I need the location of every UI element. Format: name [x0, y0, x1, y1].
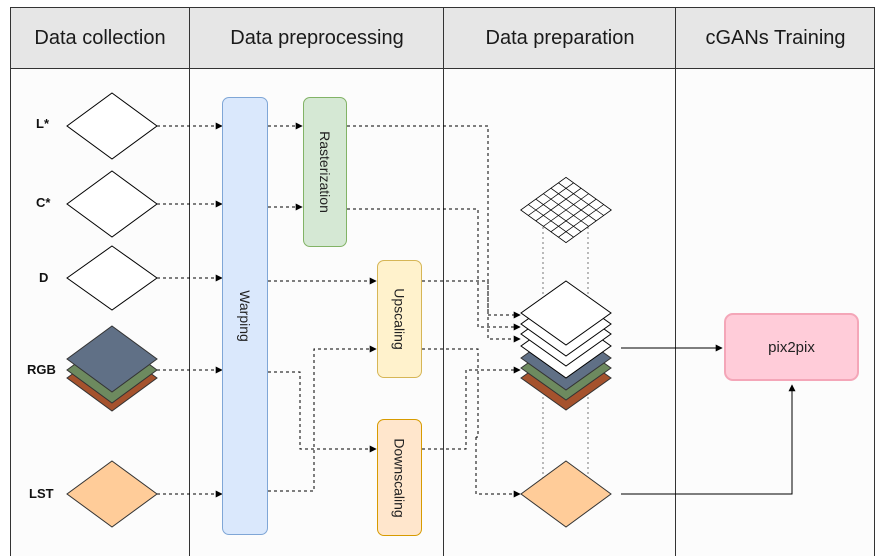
arrow-raster-1-to-stack — [347, 125, 521, 319]
arrow-lst-to-pix2pix — [621, 384, 796, 495]
input-label-rgb: RGB — [27, 362, 56, 377]
layer-stack — [520, 280, 612, 411]
grid-icon — [520, 176, 612, 244]
arrow-upscaling-to-stack-2 — [422, 348, 479, 438]
rasterization-label: Rasterization — [317, 131, 334, 213]
upscaling-box: Upscaling — [377, 260, 422, 378]
arrow-raster-2-to-stack — [347, 208, 521, 331]
lane-title-preparation: Data preparation — [485, 26, 635, 49]
warping-label: Warping — [237, 290, 253, 342]
lane-separator-1 — [189, 7, 190, 556]
arrow-upscaling-to-lst — [475, 437, 521, 498]
lane-title-preprocessing: Data preprocessing — [230, 26, 404, 49]
lane-body-training — [676, 69, 875, 556]
input-label-c-star: C* — [36, 195, 51, 210]
diamond-d — [66, 245, 158, 311]
lane-separator-2 — [443, 7, 444, 556]
arrow-downscaling-to-stack — [422, 366, 521, 450]
upscaling-label: Upscaling — [391, 288, 408, 350]
diamond-c-star — [66, 170, 158, 238]
header-row — [10, 7, 875, 69]
arrow-upscaling-to-stack — [422, 280, 521, 343]
input-label-lst: LST — [29, 486, 54, 501]
downscaling-box: Downscaling — [377, 419, 422, 536]
lane-title-training: cGANs Training — [705, 26, 846, 49]
lane-border-left — [10, 7, 11, 556]
diamond-lst — [66, 460, 158, 528]
downscaling-label: Downscaling — [391, 437, 408, 518]
arrow-warping-rgb-to-downscaling — [268, 371, 377, 453]
input-label-d: D — [39, 270, 49, 285]
lane-title-collection: Data collection — [34, 26, 166, 49]
rasterization-box: Rasterization — [303, 97, 347, 247]
pix2pix-label: pix2pix — [768, 338, 815, 356]
pix2pix-box: pix2pix — [724, 313, 859, 381]
rgb-stack — [66, 325, 158, 412]
lane-separator-3 — [675, 7, 676, 556]
diamond-l-star — [66, 92, 158, 160]
arrow-warping-lst-to-upscaling — [268, 345, 377, 492]
input-label-l-star: L* — [36, 116, 49, 131]
lst-prepared-diamond — [520, 460, 612, 528]
warping-box: Warping — [222, 97, 268, 535]
